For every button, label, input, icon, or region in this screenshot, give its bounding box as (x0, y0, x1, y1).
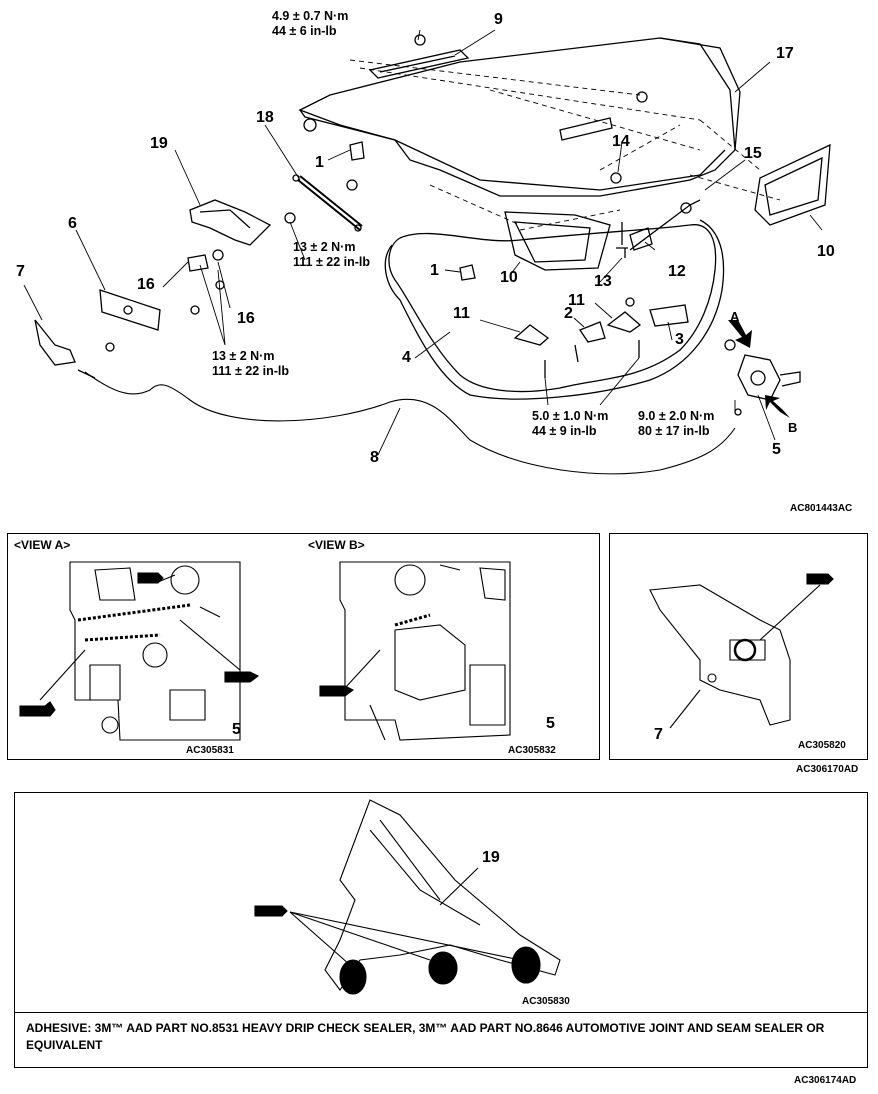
inner-lamp-right (754, 143, 831, 226)
callout-16-right: 16 (237, 310, 255, 327)
view-a-arrow-label: A (730, 309, 740, 324)
inner-lamp-left (504, 211, 611, 271)
view-a-code: AC305831 (186, 745, 234, 756)
striker-plate-part-6 (99, 289, 161, 331)
callout-15: 15 (744, 145, 762, 162)
torque-imperial: 111 ± 22 in-lb (293, 255, 371, 269)
callout-1-top: 1 (315, 154, 324, 171)
callout-9: 9 (494, 11, 503, 28)
callout-7: 7 (16, 263, 25, 280)
callout-13-top: 13 (594, 273, 612, 290)
callout-3: 3 (675, 331, 684, 348)
callout-11-right: 11 (568, 292, 585, 309)
torque-metric: 5.0 ± 1.0 N·m (532, 409, 609, 423)
torque-imperial: 44 ± 6 in-lb (272, 24, 337, 38)
callout-14: 14 (612, 133, 630, 150)
gas-strut-part-18 (297, 175, 363, 231)
opener-part-7 (34, 319, 76, 366)
callout-5: 5 (772, 441, 781, 458)
trunk-lid-outline (298, 37, 741, 197)
bracket-part-11-right (606, 311, 642, 333)
view-b-callout-5: 5 (546, 715, 555, 732)
torque-spec-latch: 9.0 ± 2.0 N·m 80 ± 17 in-lb (638, 409, 714, 439)
view-a-title: <VIEW A> (14, 538, 71, 552)
torque-spec-garnish: 4.9 ± 0.7 N·m 44 ± 6 in-lb (272, 9, 348, 39)
hinge-panel-code: AC306174AD (794, 1075, 857, 1086)
callout-12: 12 (668, 263, 686, 280)
hinge-detail-frame (609, 533, 868, 760)
view-b-title: <VIEW B> (308, 538, 365, 552)
callout-16-left: 16 (137, 276, 155, 293)
detail-panel-code: AC306170AD (796, 764, 859, 775)
view-a-arrow (728, 320, 752, 348)
callout-6: 6 (68, 215, 77, 232)
torque-imperial: 111 ± 22 in-lb (212, 364, 290, 378)
hinge-part-19 (189, 199, 272, 246)
latch-views-frame (7, 533, 600, 760)
callout-1-mid: 1 (430, 262, 439, 279)
view-b-arrow-label: B (788, 420, 798, 435)
trunk-lid-line-art (23, 29, 831, 475)
callout-18: 18 (256, 109, 274, 126)
torque-metric: 4.9 ± 0.7 N·m (272, 9, 349, 23)
callout-19: 19 (150, 135, 168, 152)
callout-10-left: 10 (500, 269, 518, 286)
hinge-callout-19: 19 (482, 849, 500, 866)
adhesive-note-box (14, 1012, 868, 1068)
callout-2: 2 (564, 305, 573, 322)
torque-metric: 13 ± 2 N·m (212, 349, 275, 363)
view-b-code: AC305832 (508, 745, 556, 756)
main-exploded-diagram: 9 17 18 19 1 14 15 6 10 1 10 12 13 7 16 … (0, 0, 878, 520)
torque-spec-hinge: 13 ± 2 N·m 111 ± 22 in-lb (212, 349, 289, 379)
hinge-detail-code: AC305820 (798, 740, 846, 751)
part-2 (579, 321, 606, 343)
adhesive-note: ADHESIVE: 3M™ AAD PART NO.8531 HEAVY DRI… (26, 1021, 825, 1052)
view-a-callout-5: 5 (232, 721, 241, 738)
garnish-part-9 (368, 49, 470, 79)
torque-spec-strut: 13 ± 2 N·m 111 ± 22 in-lb (293, 240, 370, 270)
callout-11-left: 11 (453, 305, 470, 322)
callout-17: 17 (776, 45, 794, 62)
torque-metric: 13 ± 2 N·m (293, 240, 356, 254)
part-3 (649, 304, 689, 327)
release-cable-part-8 (84, 371, 736, 475)
view-b-arrow (765, 395, 790, 418)
torque-imperial: 44 ± 9 in-lb (532, 424, 597, 438)
torque-metric: 9.0 ± 2.0 N·m (638, 409, 715, 423)
callout-8: 8 (370, 449, 379, 466)
figure-code: AC801443AC (790, 503, 853, 514)
bracket-part-11-left (513, 324, 550, 346)
callout-10-right: 10 (817, 243, 835, 260)
weatherstrip-part-4 (388, 224, 717, 393)
hinge-figure-code: AC305830 (522, 996, 570, 1007)
torque-imperial: 80 ± 17 in-lb (638, 424, 710, 438)
torque-spec-bracket: 5.0 ± 1.0 N·m 44 ± 9 in-lb (532, 409, 608, 439)
hinge-detail-callout-7: 7 (654, 726, 663, 743)
callout-4: 4 (402, 349, 411, 366)
